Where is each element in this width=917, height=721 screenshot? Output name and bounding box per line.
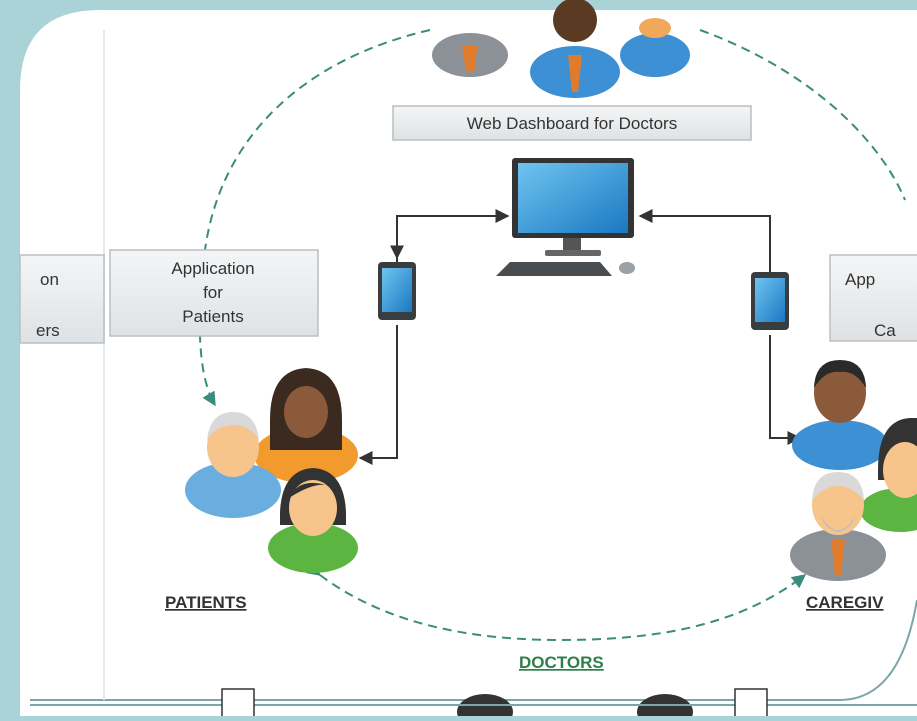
keyboard-icon [496,262,612,276]
people-icon [185,368,358,573]
arrow-tablet-to-computer-right [638,209,771,272]
left-box-line1: on [40,270,59,289]
dashed-cycle-right [699,29,906,201]
people-icon [432,0,690,98]
left-box-line2: ers [36,321,60,340]
arrow-tablet-to-caregivers [769,335,802,445]
people-icon [457,694,513,721]
dashed-cycle-bottom [305,561,807,642]
doctors-label: DOCTORS [519,653,604,672]
resize-handle-right[interactable] [734,688,768,720]
slide-panel [20,10,917,716]
people-icon [637,694,693,721]
patients-box-line2: for [203,283,223,302]
tablet-icon [378,262,416,320]
patients-box-line1: Application [171,259,254,278]
computer-monitor-icon [512,158,634,256]
tablet-icon [751,272,789,330]
slide-curl-line [30,599,917,701]
people-icon [790,360,917,581]
patients-box-line3: Patients [182,307,243,326]
patients-application-box [109,249,319,337]
web-dashboard-label: Web Dashboard for Doctors [467,114,677,133]
arrow-tablet-to-patients [358,325,398,465]
mouse-icon [619,262,635,274]
patients-label: PATIENTS [165,593,247,612]
web-dashboard-box [392,105,752,141]
caregivers-box-line1: App [845,270,875,289]
dashed-cycle-left [198,29,431,407]
resize-handle-left[interactable] [221,688,255,720]
left-application-box [19,254,105,344]
caregivers-box-line2: Ca [874,321,896,340]
caregivers-application-box [829,254,917,342]
caregivers-label: CAREGIV [806,593,884,612]
